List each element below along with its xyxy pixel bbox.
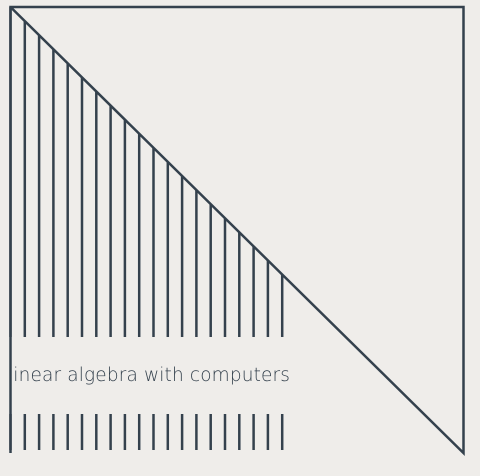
caption-text: linear algebra with computers bbox=[8, 365, 291, 386]
upper-stripe-group bbox=[9, 7, 284, 337]
triangle-outline bbox=[9, 5, 465, 456]
lower-stripe-group bbox=[9, 414, 284, 450]
